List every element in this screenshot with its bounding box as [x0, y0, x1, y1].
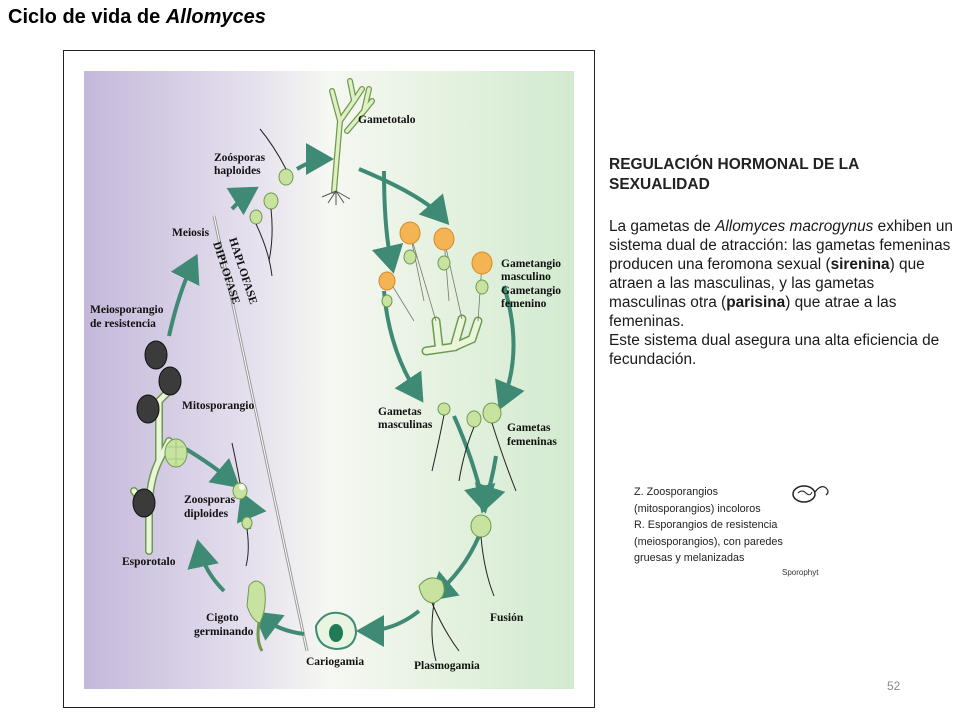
title-prefix: Ciclo de vida de: [8, 6, 166, 28]
label-mitosporangio: Mitosporangio: [182, 400, 254, 412]
gametangium-femenino-3: [475, 279, 489, 295]
label-gametas-masculinas-1: Gametas: [378, 406, 422, 418]
diploid-zoospores: [231, 442, 253, 567]
label-gametas-femeninas-1: Gametas: [507, 422, 551, 434]
label-gametangio-masculino-1: Gametangio: [501, 258, 561, 270]
diagram-background: [84, 71, 574, 689]
label-gametas-femeninas-2: femeninas: [507, 436, 557, 448]
label-gametas-masculinas-2: masculinas: [378, 419, 433, 431]
hormonal-title-line2: SEXUALIDAD: [609, 176, 710, 193]
arrow-to-cariogamia: [356, 609, 421, 647]
label-plasmogamia: Plasmogamia: [414, 660, 480, 672]
parisina-term: parisina: [726, 294, 786, 311]
label-gametangio-masculino-2: masculino: [501, 271, 551, 283]
life-cycle-diagram: Gametotalo Zoósporas haploides Meiosis H…: [84, 71, 574, 689]
cariogamia-cell: [314, 611, 358, 651]
sporangia-caption: Z. Zoosporangios (mitosporangios) incolo…: [622, 480, 834, 582]
gametotalo-thallus: [321, 78, 375, 205]
sporophyte-tag: Sporophyt: [782, 568, 819, 577]
zoospore-sketch-icon: [792, 485, 829, 503]
label-zoosporas-haploides-1: Zoósporas: [214, 152, 266, 164]
gametangium-femenino-2: [437, 255, 451, 271]
gametangium-masculino-3: [471, 251, 493, 275]
label-gametangio-femenino-2: femenino: [501, 298, 547, 310]
label-esporotalo: Esporotalo: [122, 556, 176, 568]
label-gametotalo: Gametotalo: [358, 114, 416, 126]
hormonal-p4: ) que atrae a las femeninas.: [609, 294, 897, 330]
label-meiosis: Meiosis: [172, 227, 210, 239]
label-cigoto-1: Cigoto: [206, 612, 239, 624]
slide-title: Ciclo de vida de Allomyces: [8, 6, 266, 29]
gametangium-masculino-1: [399, 221, 421, 245]
arrow-mitosporangio-to-zoospora: [184, 447, 241, 489]
life-cycle-figure: Gametotalo Zoósporas haploides Meiosis H…: [63, 50, 595, 708]
label-fusion: Fusión: [490, 612, 524, 624]
page-number: 52: [887, 679, 901, 693]
caption-text: Z. Zoosporangios (mitosporangios) incolo…: [634, 484, 844, 567]
gametangia-thallus: [378, 221, 493, 356]
caption-line4: (meiosporangios), con paredes: [634, 535, 783, 548]
label-gametangio-femenino-1: Gametangio: [501, 285, 561, 297]
hormonal-p2: exhiben un sistema dual de atracción: la…: [609, 218, 953, 273]
meiosporangium-2: [158, 366, 182, 396]
sirenina-term: sirenina: [830, 256, 890, 273]
haploid-zoospores: [249, 128, 294, 277]
arrow-to-gametangio-masculino: [371, 170, 404, 274]
hormonal-title-line1: REGULACIÓN HORMONAL DE LA: [609, 156, 860, 173]
caption-line2: (mitosporangios) incoloros: [634, 502, 761, 515]
arrow-to-gametas-femeninas: [495, 285, 525, 411]
hormonal-p3: ) que atraen a las masculinas, y las gam…: [609, 256, 925, 311]
meiosporangium-3: [136, 394, 160, 424]
arrow-to-fusion-2: [474, 455, 506, 514]
meiosporangium-1: [144, 340, 168, 370]
gametes: [431, 402, 517, 492]
caption-line3: R. Esporangios de resistencia: [634, 519, 778, 531]
hormonal-p5: Este sistema dual asegura una alta efici…: [609, 332, 940, 368]
label-cigoto-2: germinando: [194, 626, 254, 638]
meiosporangium-4: [132, 488, 156, 518]
caption-line1: Z. Zoosporangios: [634, 486, 719, 498]
label-zoosporas-diploides-2: diploides: [184, 508, 229, 520]
hormonal-p1: La gametas de: [609, 218, 716, 235]
species-name: Allomyces macrogynus: [715, 218, 874, 235]
label-meiosporangio-2: de resistencia: [90, 318, 156, 330]
gametangium-masculino-4: [378, 271, 396, 291]
label-meiosporangio-1: Meiosporangio: [90, 304, 164, 316]
arrow-zoosporas-to-gametotalo: [295, 143, 334, 176]
gametangium-femenino-1: [403, 249, 417, 265]
fusion-cells: [418, 514, 495, 662]
label-zoosporas-haploides-2: haploides: [214, 165, 261, 177]
arrow-meiosporangio-to-meiosis: [167, 253, 200, 337]
title-genus: Allomyces: [165, 6, 266, 28]
cigoto-cell: [246, 580, 266, 652]
hormonal-regulation-text: La gametas de Allomyces macrogynus exhib…: [609, 217, 954, 369]
arrow-cigoto-to-esporotalo: [187, 539, 226, 593]
caption-line5: gruesas y melanizadas: [634, 552, 745, 564]
arrow-gametotalo-to-gametangio: [358, 167, 450, 226]
arrow-meiosis-to-zoosporas: [226, 186, 259, 216]
gametangium-masculino-2: [433, 227, 455, 251]
label-zoosporas-diploides-1: Zoosporas: [184, 494, 236, 506]
esporotalo-thallus: [130, 340, 188, 555]
hormonal-regulation-title: REGULACIÓN HORMONAL DE LA SEXUALIDAD: [609, 155, 949, 195]
label-cariogamia: Cariogamia: [306, 656, 364, 668]
gametangium-femenino-4: [381, 294, 393, 308]
